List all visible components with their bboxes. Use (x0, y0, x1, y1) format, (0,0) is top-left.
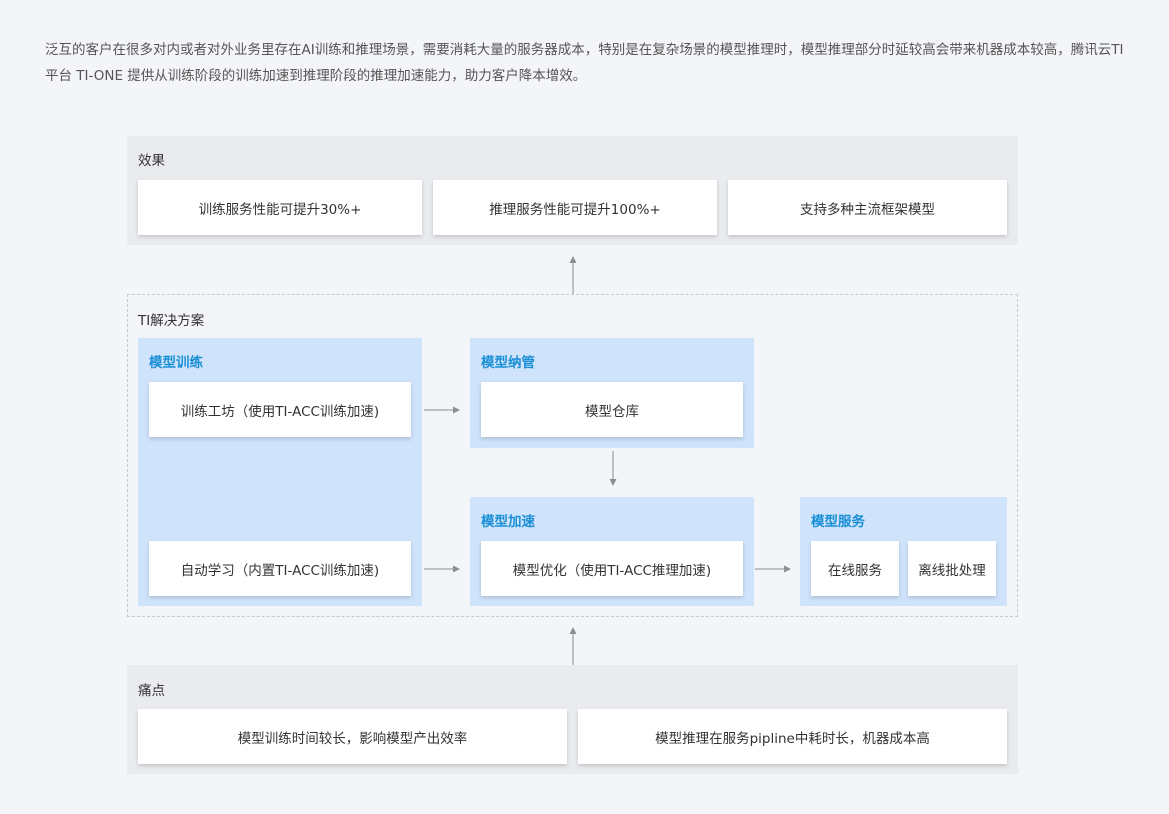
card-model-repository: 模型仓库 (481, 382, 743, 437)
intro-text: 泛互的客户在很多对内或者对外业务里存在AI训练和推理场景，需要消耗大量的服务器成… (45, 42, 1124, 84)
pain-card-training-time: 模型训练时间较长，影响模型产出效率 (138, 709, 567, 764)
group-title-acceleration: 模型加速 (481, 514, 535, 530)
effect-card-inference: 推理服务性能可提升100%+ (433, 180, 717, 235)
arrow-workshop-to-repository (423, 405, 461, 415)
effects-title: 效果 (138, 153, 165, 169)
group-title-service: 模型服务 (811, 514, 865, 530)
solution-title: TI解决方案 (138, 313, 205, 329)
pain-points-panel: 痛点 模型训练时间较长，影响模型产出效率 模型推理在服务pipline中耗时长，… (127, 665, 1018, 774)
arrow-up-to-effects (568, 255, 578, 295)
group-model-management: 模型纳管 模型仓库 (470, 338, 754, 448)
card-model-optimization: 模型优化（使用TI-ACC推理加速) (481, 541, 743, 596)
group-model-acceleration: 模型加速 模型优化（使用TI-ACC推理加速) (470, 497, 754, 606)
group-model-service: 模型服务 在线服务 离线批处理 (800, 497, 1007, 606)
group-title-training: 模型训练 (149, 355, 203, 371)
group-title-management: 模型纳管 (481, 355, 535, 371)
arrow-optimization-to-service (754, 564, 792, 574)
card-training-workshop: 训练工坊（使用TI-ACC训练加速) (149, 382, 411, 437)
effect-card-training: 训练服务性能可提升30%+ (138, 180, 422, 235)
pain-points-title: 痛点 (138, 683, 165, 699)
arrow-up-to-solution (568, 626, 578, 666)
solution-panel: TI解决方案 模型训练 训练工坊（使用TI-ACC训练加速) 自动学习（内置TI… (127, 294, 1018, 617)
effect-card-frameworks: 支持多种主流框架模型 (728, 180, 1007, 235)
card-offline-batch: 离线批处理 (908, 541, 996, 596)
group-model-training: 模型训练 训练工坊（使用TI-ACC训练加速) 自动学习（内置TI-ACC训练加… (138, 338, 422, 606)
card-auto-learning: 自动学习（内置TI-ACC训练加速) (149, 541, 411, 596)
arrow-repository-to-optimization (608, 450, 618, 488)
arrow-autolearn-to-optimization (423, 564, 461, 574)
effects-panel: 效果 训练服务性能可提升30%+ 推理服务性能可提升100%+ 支持多种主流框架… (127, 136, 1018, 245)
card-online-service: 在线服务 (811, 541, 899, 596)
pain-card-inference-cost: 模型推理在服务pipline中耗时长，机器成本高 (578, 709, 1007, 764)
